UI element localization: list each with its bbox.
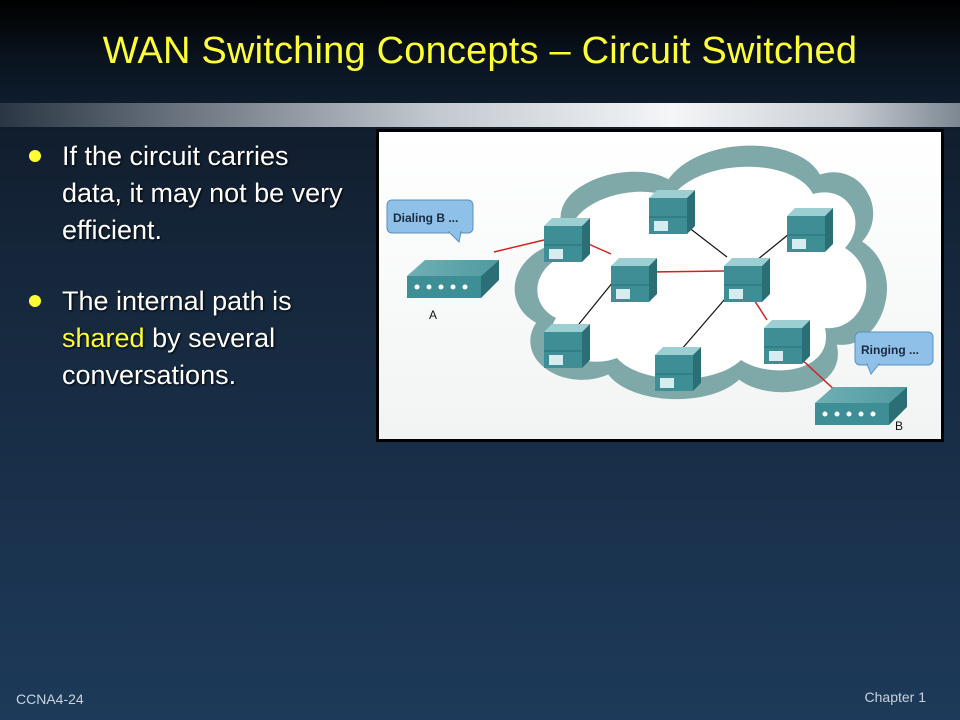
switch-icon: [655, 347, 701, 391]
bullet-list: If the circuit carries data, it may not …: [26, 138, 356, 428]
callout-ringing-text: Ringing ...: [861, 343, 919, 357]
bullet-text-after: by several conversations.: [62, 323, 276, 390]
switch-icon: [764, 320, 810, 364]
title-bar: WAN Switching Concepts – Circuit Switche…: [0, 0, 960, 103]
bullet-text-before: The internal path is: [62, 286, 292, 316]
callout-dialing-text: Dialing B ...: [393, 211, 458, 225]
switch-icon: [544, 218, 590, 262]
label-b: B: [895, 419, 903, 433]
slide-title: WAN Switching Concepts – Circuit Switche…: [102, 30, 858, 72]
callout-dialing: Dialing B ...: [386, 199, 474, 244]
switch-icon: [724, 258, 770, 302]
bullet-dot-icon: [29, 150, 41, 162]
bullet-dot-icon: [29, 295, 41, 307]
switch-icon: [544, 324, 590, 368]
bullet-item: If the circuit carries data, it may not …: [26, 138, 356, 249]
modem-icon-b: [815, 387, 907, 425]
switch-icon: [649, 190, 695, 234]
network-diagram-svg: A B Dialing B ... Ringing ...: [379, 132, 941, 439]
title-divider: [0, 103, 960, 127]
footer-chapter: Chapter 1: [864, 689, 926, 705]
switch-icon: [787, 208, 833, 252]
circuit-switching-diagram: A B Dialing B ... Ringing ...: [376, 129, 944, 442]
label-a: A: [429, 308, 437, 322]
footer-slide-id: CCNA4-24: [16, 691, 84, 707]
bullet-text: If the circuit carries data, it may not …: [62, 141, 343, 245]
callout-ringing: Ringing ...: [854, 331, 934, 375]
modem-icon-a: [407, 260, 499, 298]
bullet-highlight: shared: [62, 323, 145, 353]
bullet-item: The internal path is shared by several c…: [26, 283, 356, 394]
switch-icon: [611, 258, 657, 302]
